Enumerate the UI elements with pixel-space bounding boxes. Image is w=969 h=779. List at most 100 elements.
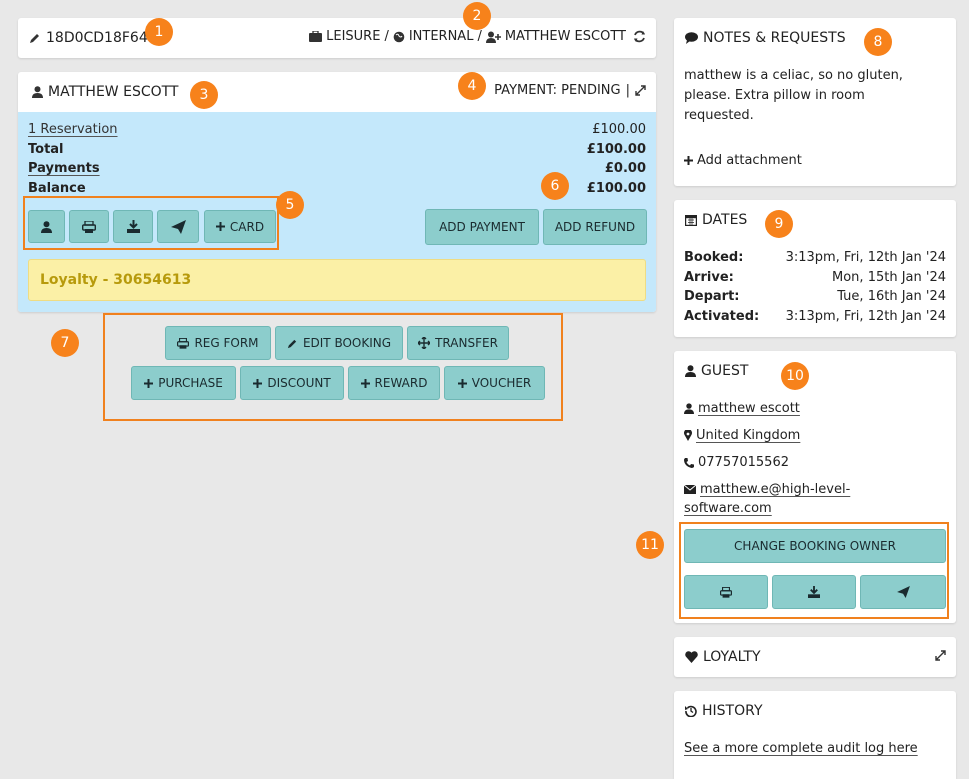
depart-value: Tue, 16th Jan '24 <box>837 289 946 304</box>
annotation-badge: 6 <box>541 172 569 200</box>
add-attachment-link[interactable]: Add attachment <box>684 153 802 168</box>
annotation-badge: 3 <box>190 81 218 109</box>
map-marker-icon <box>684 430 692 441</box>
annotation-badge: 11 <box>636 531 664 559</box>
refresh-icon[interactable] <box>633 30 646 43</box>
send-button[interactable] <box>157 210 199 243</box>
envelope-icon <box>684 485 696 494</box>
notes-panel: NOTES & REQUESTS matthew is a celiac, so… <box>674 18 956 186</box>
summary-row: Balance £100.00 <box>28 181 646 196</box>
plus-icon <box>253 378 263 388</box>
highlight-card-actions <box>23 196 279 250</box>
arrive-value: Mon, 15th Jan '24 <box>832 270 946 285</box>
add-payment-button[interactable]: ADD PAYMENT <box>425 209 539 245</box>
history-title: HISTORY <box>685 703 763 719</box>
annotation-badge: 2 <box>463 2 491 30</box>
change-owner-label: CHANGE BOOKING OWNER <box>734 539 896 553</box>
paper-plane-icon <box>896 586 910 598</box>
guest-email-link-continued[interactable]: software.com <box>684 501 772 516</box>
audit-log-link[interactable]: See a more complete audit log here <box>684 741 918 756</box>
notes-text-line: please. Extra pillow in room <box>684 88 865 103</box>
loyalty-number: Loyalty - 30654613 <box>40 272 192 288</box>
guest-email-link[interactable]: matthew.e@high-level- <box>700 482 851 497</box>
paper-plane-icon <box>170 219 186 234</box>
edit-booking-label: EDIT BOOKING <box>302 336 392 350</box>
voucher-label: VOUCHER <box>471 376 532 390</box>
reward-label: REWARD <box>374 376 428 390</box>
add-refund-button[interactable]: ADD REFUND <box>543 209 647 245</box>
briefcase-icon <box>309 31 323 42</box>
plus-icon <box>457 378 467 388</box>
summary-row: Payments £0.00 <box>28 161 646 176</box>
reg-form-label: REG FORM <box>194 336 259 350</box>
print-button[interactable] <box>69 210 109 243</box>
booking-header: 18D0CD18F64 LEISURE / INTERNAL / MATTHEW… <box>18 18 656 58</box>
loyalty-banner[interactable]: Loyalty - 30654613 <box>28 259 646 301</box>
reward-button[interactable]: REWARD <box>348 366 440 400</box>
add-card-button[interactable]: CARD <box>204 210 276 243</box>
change-booking-owner-button[interactable]: CHANGE BOOKING OWNER <box>684 529 946 563</box>
reg-form-button[interactable]: REG FORM <box>165 326 271 360</box>
segment-label: LEISURE <box>326 29 381 44</box>
expand-icon[interactable] <box>635 85 646 96</box>
annotation-badge: 5 <box>276 191 304 219</box>
annotation-badge: 9 <box>765 210 793 238</box>
voucher-button[interactable]: VOUCHER <box>444 366 545 400</box>
guest-name: MATTHEW ESCOTT <box>48 84 179 100</box>
guest-send-button[interactable] <box>860 575 946 609</box>
notes-text-line: requested. <box>684 108 754 123</box>
depart-label: Depart: <box>684 289 740 304</box>
purchase-button[interactable]: PURCHASE <box>131 366 236 400</box>
globe-icon <box>393 31 405 43</box>
date-row: Depart: Tue, 16th Jan '24 <box>684 289 946 304</box>
activated-value: 3:13pm, Fri, 12th Jan '24 <box>785 309 946 324</box>
pencil-icon <box>29 32 41 44</box>
reservations-value: £100.00 <box>592 122 646 137</box>
guest-email-row: matthew.e@high-level- <box>684 482 850 497</box>
guest-details-button[interactable] <box>28 210 65 243</box>
separator: / <box>384 29 389 44</box>
loyalty-panel: LOYALTY <box>674 637 956 677</box>
guest-print-button[interactable] <box>684 575 768 609</box>
date-row: Arrive: Mon, 15th Jan '24 <box>684 270 946 285</box>
annotation-badge: 8 <box>864 28 892 56</box>
guest-country-link[interactable]: United Kingdom <box>696 428 801 443</box>
download-icon <box>126 220 140 233</box>
dates-title: DATES <box>685 212 747 228</box>
phone-icon <box>684 457 694 468</box>
dates-title-text: DATES <box>702 212 748 228</box>
add-refund-label: ADD REFUND <box>554 220 636 234</box>
booked-value: 3:13pm, Fri, 12th Jan '24 <box>785 250 946 265</box>
notes-title: NOTES & REQUESTS <box>685 30 846 46</box>
user-icon <box>684 403 694 414</box>
payment-status-bar: PAYMENT: PENDING | <box>494 83 646 98</box>
printer-icon <box>177 337 190 349</box>
balance-label: Balance <box>28 181 86 196</box>
move-icon <box>418 337 431 349</box>
owner-label[interactable]: MATTHEW ESCOTT <box>504 29 626 44</box>
edit-booking-button[interactable]: EDIT BOOKING <box>275 326 403 360</box>
highlight-booking-actions <box>103 313 563 421</box>
calendar-icon <box>685 214 697 226</box>
guest-phone-row: 07757015562 <box>684 455 789 470</box>
transfer-button[interactable]: TRANSFER <box>407 326 509 360</box>
total-label: Total <box>28 142 64 157</box>
payments-link[interactable]: Payments <box>28 161 100 176</box>
pencil-icon <box>287 338 298 349</box>
payments-value: £0.00 <box>604 161 646 176</box>
guest-download-button[interactable] <box>772 575 856 609</box>
highlight-guest-actions <box>679 522 949 619</box>
download-button[interactable] <box>113 210 153 243</box>
guest-name-link[interactable]: matthew escott <box>698 401 800 416</box>
summary-row: Total £100.00 <box>28 142 646 157</box>
annotation-badge: 4 <box>458 72 486 100</box>
divider: | <box>625 83 630 98</box>
discount-button[interactable]: DISCOUNT <box>240 366 344 400</box>
date-row: Activated: 3:13pm, Fri, 12th Jan '24 <box>684 309 946 324</box>
add-attachment-label: Add attachment <box>697 153 802 168</box>
reservations-link[interactable]: 1 Reservation <box>28 122 118 137</box>
add-payment-label: ADD PAYMENT <box>439 220 525 234</box>
booking-ref[interactable]: 18D0CD18F64 <box>29 30 148 46</box>
expand-icon[interactable] <box>935 650 946 661</box>
booking-ref-text: 18D0CD18F64 <box>46 30 148 46</box>
